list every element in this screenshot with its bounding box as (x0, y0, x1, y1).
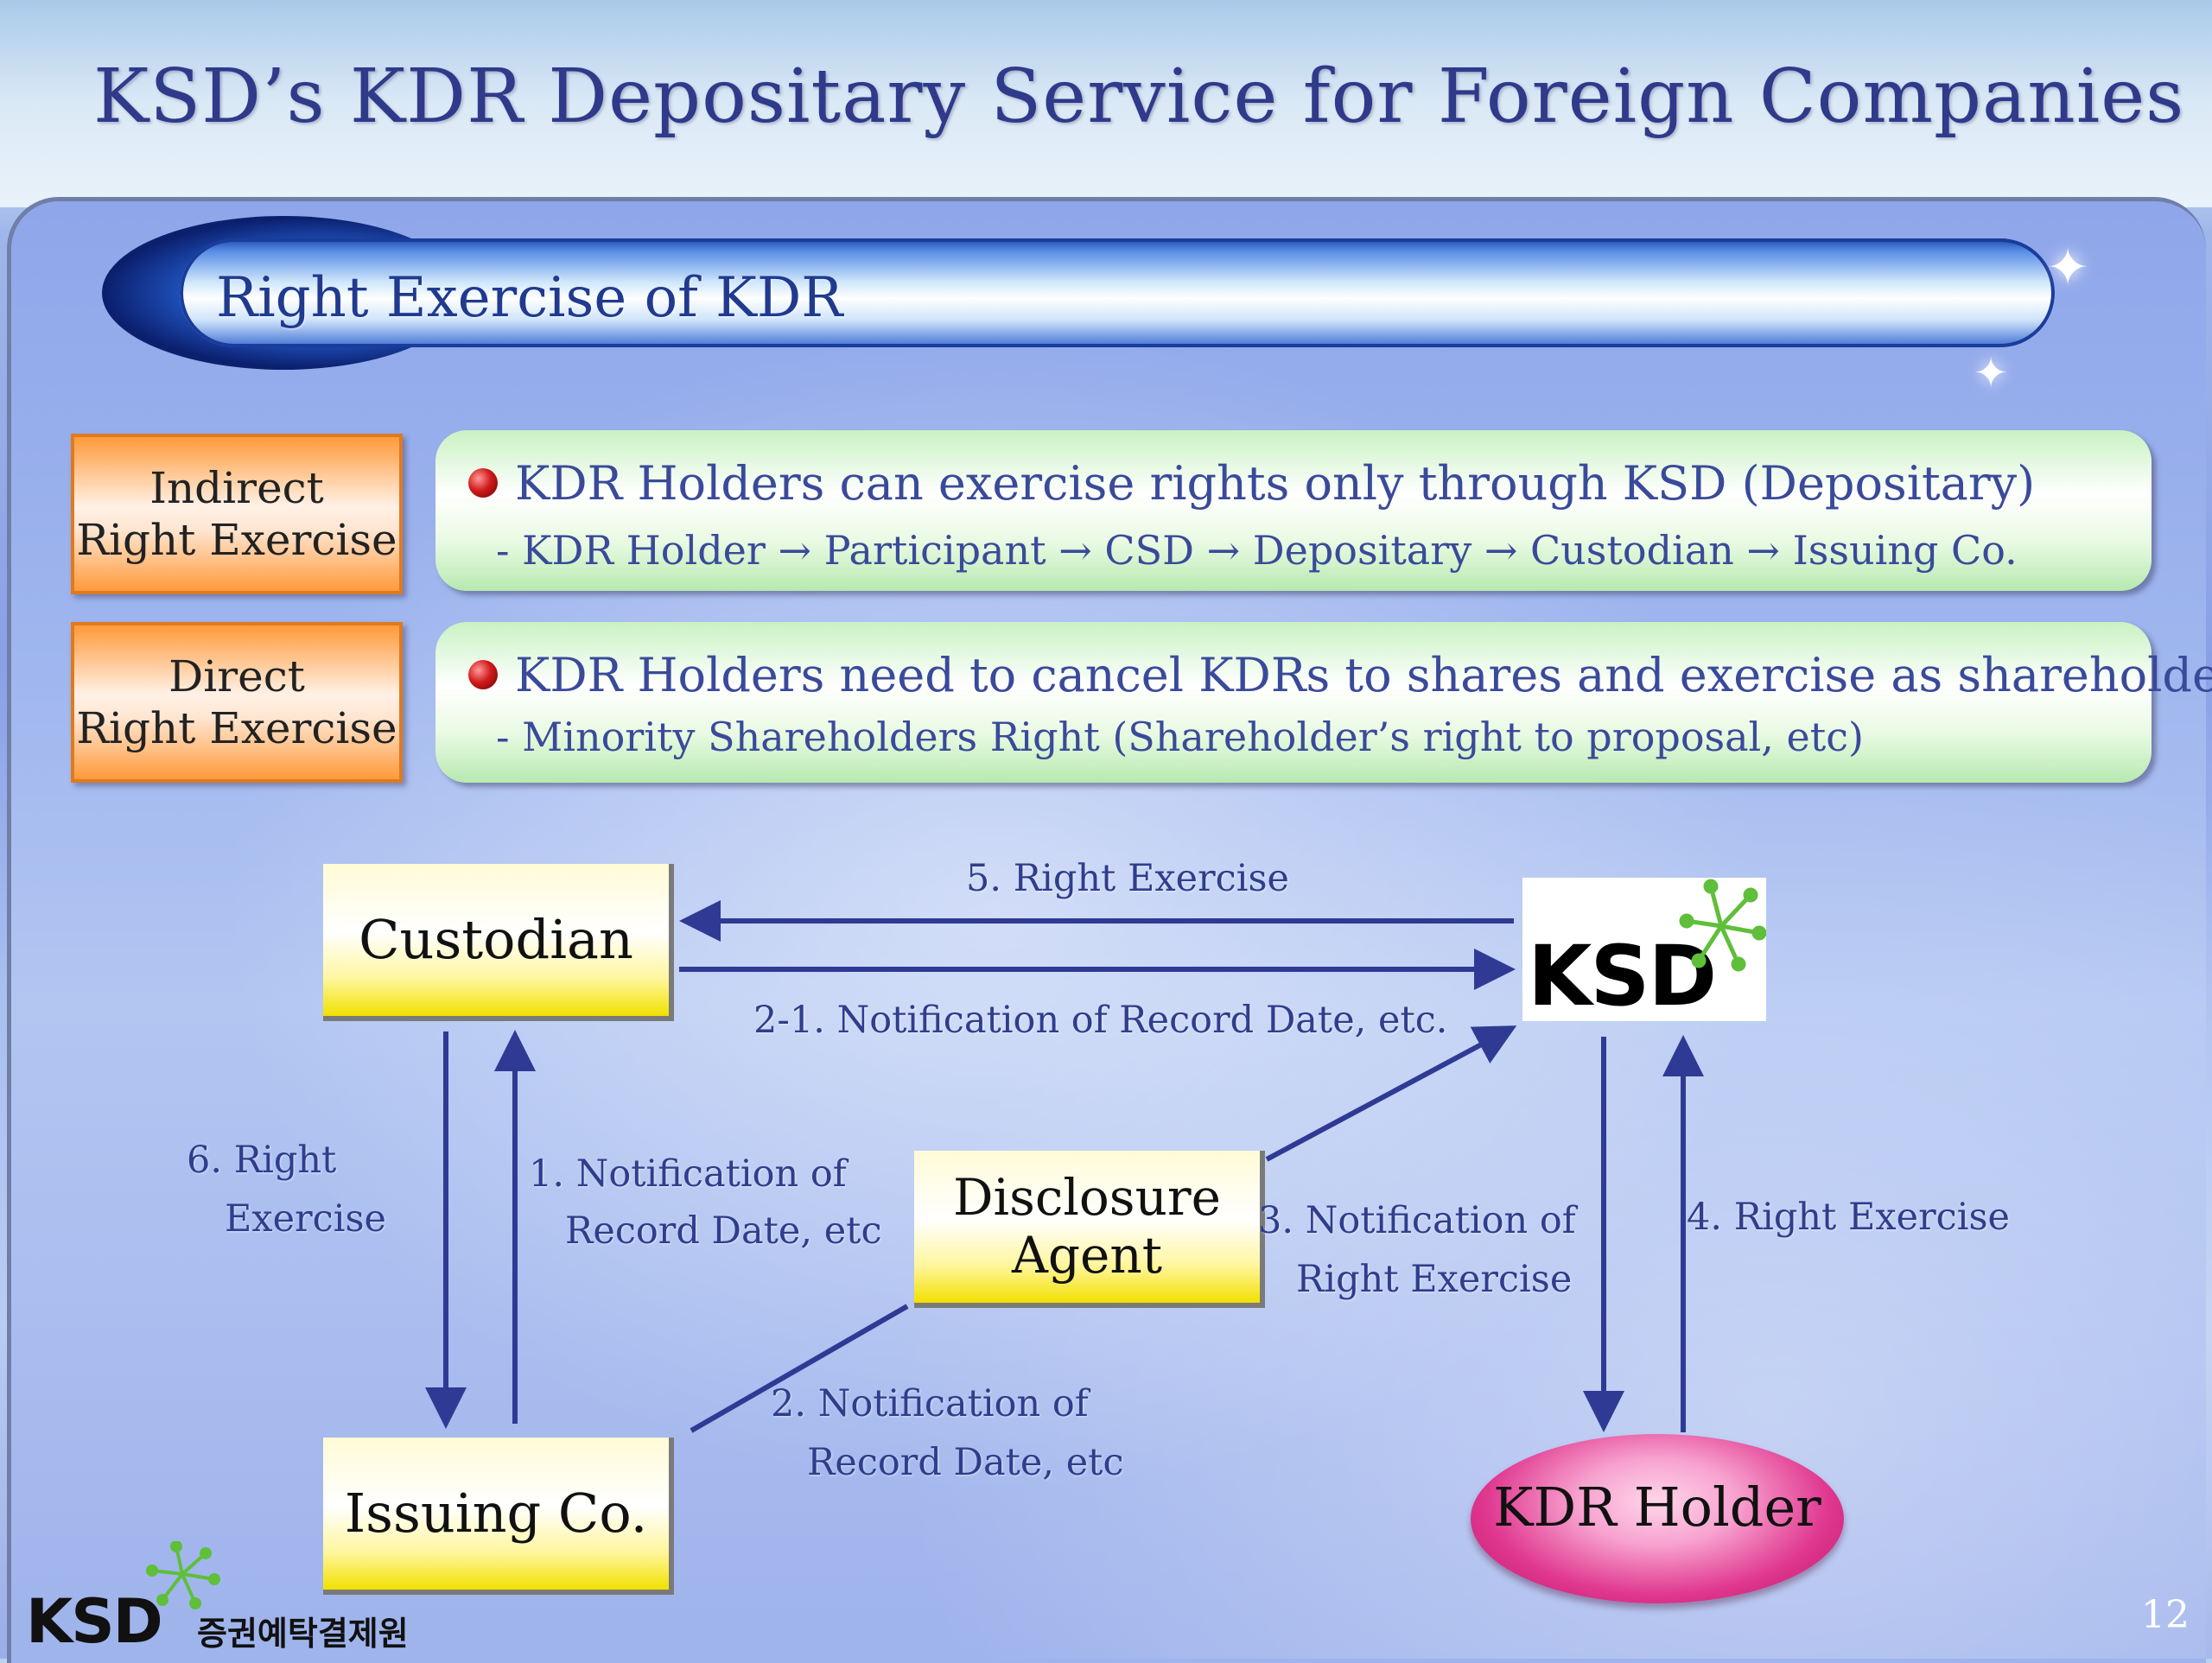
title-band (0, 0, 2212, 207)
section-banner (102, 216, 2055, 370)
footer-logo-text: KSD (26, 1586, 163, 1657)
edge-label-1: 1. Notification of (529, 1152, 847, 1196)
label-line: Right Exercise (76, 515, 397, 565)
direct-right-exercise-label: Direct Right Exercise (71, 622, 403, 783)
section-title: Right Exercise of KDR (216, 266, 843, 330)
issuing-co-node: Issuing Co. (323, 1438, 674, 1595)
page-number: 12 (2141, 1593, 2190, 1637)
info-subline: - Minority Shareholders Right (Sharehold… (496, 714, 1864, 760)
edge-label-3: Right Exercise (1296, 1258, 1573, 1301)
footer-asterisk-icon (146, 1541, 220, 1609)
edge-label-4: 4. Right Exercise (1687, 1196, 2010, 1239)
edge-label-6: Exercise (225, 1197, 386, 1241)
node-label: Issuing Co. (344, 1482, 648, 1546)
disclosure-agent-node: Disclosure Agent (914, 1151, 1265, 1308)
banner-pill (180, 238, 2055, 347)
sparkle-icon: ✦ (2046, 238, 2090, 298)
info-line: KDR Holders can exercise rights only thr… (515, 456, 2036, 511)
kdr-holder-node: KDR Holder (1471, 1434, 1844, 1603)
ksd-logo-text: KSD (1528, 928, 1717, 1025)
label-line: Indirect (149, 463, 324, 513)
custodian-node: Custodian (323, 864, 674, 1021)
edge-label-6: 6. Right (187, 1139, 337, 1182)
label-line: Right Exercise (76, 703, 397, 753)
edge-label-2-1: 2-1. Notification of Record Date, etc. (753, 999, 1448, 1042)
ksd-logo-node: KSD (1522, 878, 1766, 1025)
label-line: Direct (168, 651, 305, 701)
edge-label-5: 5. Right Exercise (966, 857, 1289, 900)
node-label: KDR Holder (1493, 1475, 1821, 1539)
node-label: Agent (1012, 1226, 1162, 1285)
sparkle-icon: ✦ (1974, 349, 2009, 397)
bullet-icon (468, 660, 498, 689)
footer-logo-korean: 증권예탁결제원 (197, 1615, 409, 1653)
bullet-icon (468, 468, 498, 498)
arrow-3-notification (1265, 1025, 1517, 1162)
edge-label-2: 2. Notification of (771, 1382, 1089, 1425)
indirect-right-exercise-label: Indirect Right Exercise (71, 434, 403, 594)
edge-label-1: Record Date, etc (565, 1209, 882, 1253)
footer-logo: KSD 증권예탁결제원 (26, 1541, 423, 1657)
edge-label-2: Record Date, etc (807, 1441, 1124, 1484)
info-line: KDR Holders need to cancel KDRs to share… (515, 648, 2212, 702)
ksd-asterisk-icon (1679, 879, 1766, 972)
node-label: Disclosure (953, 1168, 1221, 1228)
edge-label-3: 3. Notification of (1258, 1199, 1576, 1242)
node-label: Custodian (359, 908, 633, 972)
info-subline: - KDR Holder → Participant → CSD → Depos… (496, 527, 2018, 574)
direct-right-exercise-info: KDR Holders need to cancel KDRs to share… (435, 622, 2212, 783)
arrow-2-notification (690, 1304, 909, 1433)
page-title: KSD’s KDR Depositary Service for Foreign… (93, 54, 2185, 140)
indirect-right-exercise-info: KDR Holders can exercise rights only thr… (435, 430, 2152, 591)
